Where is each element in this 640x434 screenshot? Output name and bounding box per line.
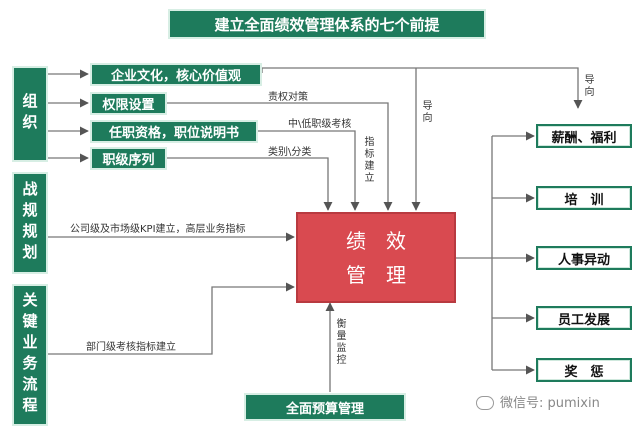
center-line-2: 管 理 <box>346 262 406 287</box>
label-index-build: 指标建立 <box>362 136 373 184</box>
rank-box: 职级序列 <box>90 147 167 170</box>
performance-management-box: 绩 效 管 理 <box>296 212 456 303</box>
process-group: 关键业务流程 <box>12 284 48 426</box>
qualification-box: 任职资格，职位说明书 <box>90 120 258 143</box>
diagram-title: 建立全面绩效管理体系的七个前提 <box>168 9 486 39</box>
strategy-group: 战规规划 <box>12 172 48 274</box>
label-company-kpi: 公司级及市场级KPI建立，高层业务指标 <box>70 224 246 235</box>
culture-box: 企业文化，核心价值观 <box>90 63 262 86</box>
output-employee-development: 员工发展 <box>536 306 632 330</box>
output-reward-punishment: 奖 惩 <box>536 358 632 382</box>
authority-box: 权限设置 <box>90 92 167 115</box>
label-guide-1: 导向 <box>420 100 431 124</box>
output-personnel-change: 人事异动 <box>536 246 632 270</box>
label-dept-exam: 部门级考核指标建立 <box>86 342 176 353</box>
label-measure-monitor: 衡量监控 <box>334 318 345 366</box>
budget-box: 全面预算管理 <box>244 393 406 421</box>
org-group: 组织 <box>12 66 48 162</box>
output-training: 培 训 <box>536 186 632 210</box>
output-compensation: 薪酬、福利 <box>536 124 632 148</box>
label-category-class: 类别\分类 <box>268 147 312 158</box>
center-line-1: 绩 效 <box>346 228 406 253</box>
watermark-text: 微信号: pumixin <box>500 396 600 411</box>
label-mid-low-exam: 中\低职级考核 <box>288 119 352 130</box>
label-guide-2: 导向 <box>582 74 593 98</box>
wechat-icon <box>476 396 494 410</box>
label-authority-strategy: 责权对策 <box>268 92 308 103</box>
